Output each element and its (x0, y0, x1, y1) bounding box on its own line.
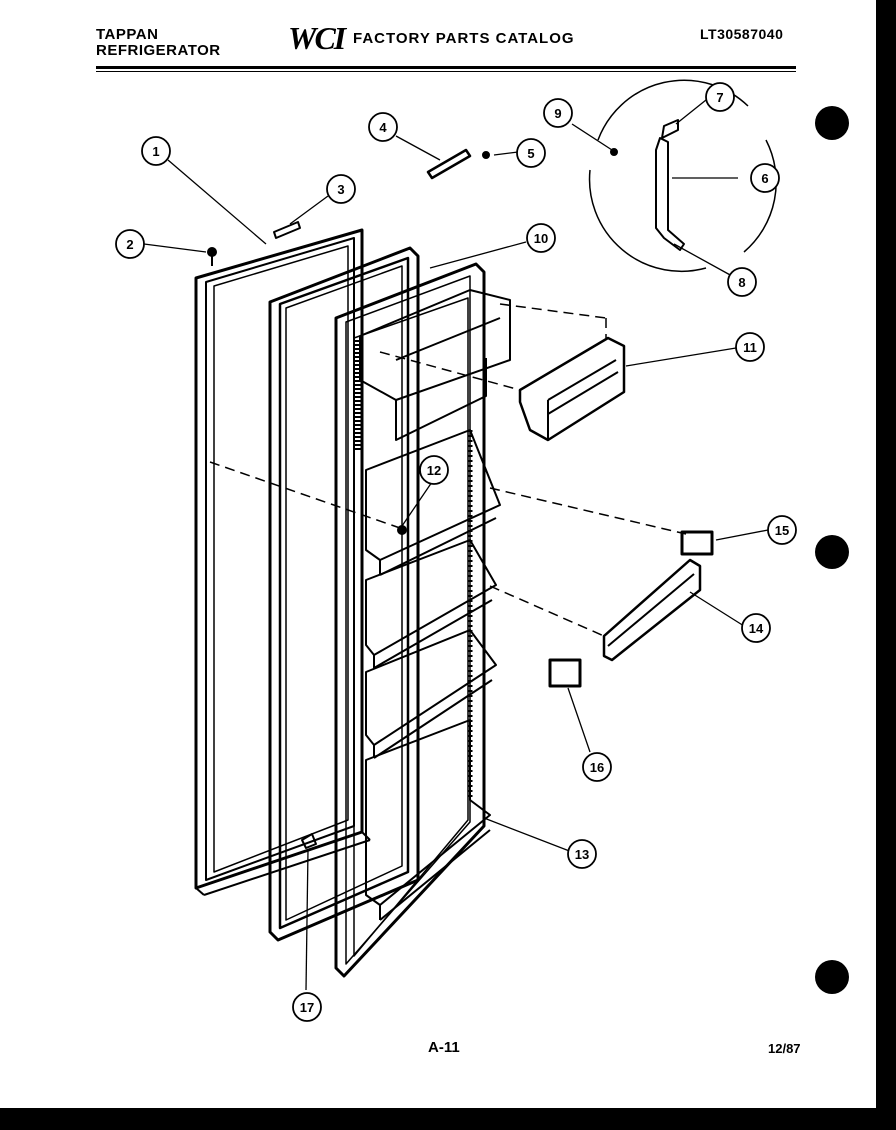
callout-6: 6 (750, 163, 780, 193)
callout-label: 13 (575, 847, 589, 862)
callout-label: 6 (761, 171, 768, 186)
callout-17: 17 (292, 992, 322, 1022)
trim-piece (273, 221, 301, 239)
shelf-rail (602, 558, 702, 662)
door-handle (610, 119, 685, 251)
callout-label: 14 (749, 621, 764, 636)
binder-hole-middle (815, 535, 849, 569)
callout-label: 5 (527, 146, 534, 161)
callout-7: 7 (705, 82, 735, 112)
callout-3: 3 (326, 174, 356, 204)
dairy-door (518, 336, 626, 442)
leader-lines (143, 99, 769, 991)
outer-door-panel (194, 228, 371, 896)
callout-8: 8 (727, 267, 757, 297)
callout-label: 2 (126, 237, 133, 252)
callout-label: 11 (743, 340, 757, 355)
callout-12: 12 (419, 455, 449, 485)
paper-sheet (0, 0, 876, 1108)
header-rule-thin (96, 71, 796, 72)
callout-13: 13 (567, 839, 597, 869)
brand-line-1: TAPPAN (96, 26, 159, 43)
callout-11: 11 (735, 332, 765, 362)
callout-label: 17 (300, 1000, 314, 1015)
callout-14: 14 (741, 613, 771, 643)
callout-label: 4 (379, 120, 387, 135)
callout-10: 10 (526, 223, 556, 253)
rail-end-cap-upper (680, 530, 714, 556)
header-rule (96, 66, 796, 69)
catalog-title: FACTORY PARTS CATALOG (353, 30, 575, 47)
binder-hole-bottom (815, 960, 849, 994)
callout-2: 2 (115, 229, 145, 259)
callout-1: 1 (141, 136, 171, 166)
callout-16: 16 (582, 752, 612, 782)
callout-9: 9 (543, 98, 573, 128)
callout-label: 1 (152, 144, 159, 159)
alignment-lines (209, 303, 687, 637)
model-number: LT30587040 (700, 26, 784, 42)
door-stop (301, 833, 317, 849)
screw (207, 247, 217, 257)
door-gasket (268, 246, 420, 942)
callout-4: 4 (368, 112, 398, 142)
callout-label: 3 (337, 182, 344, 197)
callout-label: 9 (554, 106, 561, 121)
callout-15: 15 (767, 515, 797, 545)
binder-hole-top (815, 106, 849, 140)
callout-label: 10 (534, 231, 548, 246)
callout-label: 12 (427, 463, 441, 478)
callout-label: 8 (738, 275, 745, 290)
hinge-screw (482, 151, 490, 159)
page-number: A-11 (428, 1039, 460, 1056)
callout-label: 15 (775, 523, 789, 538)
rail-end-cap-lower (548, 658, 582, 688)
brand-line-2: REFRIGERATOR (96, 42, 221, 59)
callout-label: 16 (590, 760, 604, 775)
print-date: 12/87 (768, 1041, 801, 1056)
wci-logo: WCI (288, 20, 346, 56)
hinge-cover (426, 148, 472, 180)
callout-label: 7 (716, 90, 723, 105)
inner-door-liner (334, 262, 511, 978)
callout-5: 5 (516, 138, 546, 168)
